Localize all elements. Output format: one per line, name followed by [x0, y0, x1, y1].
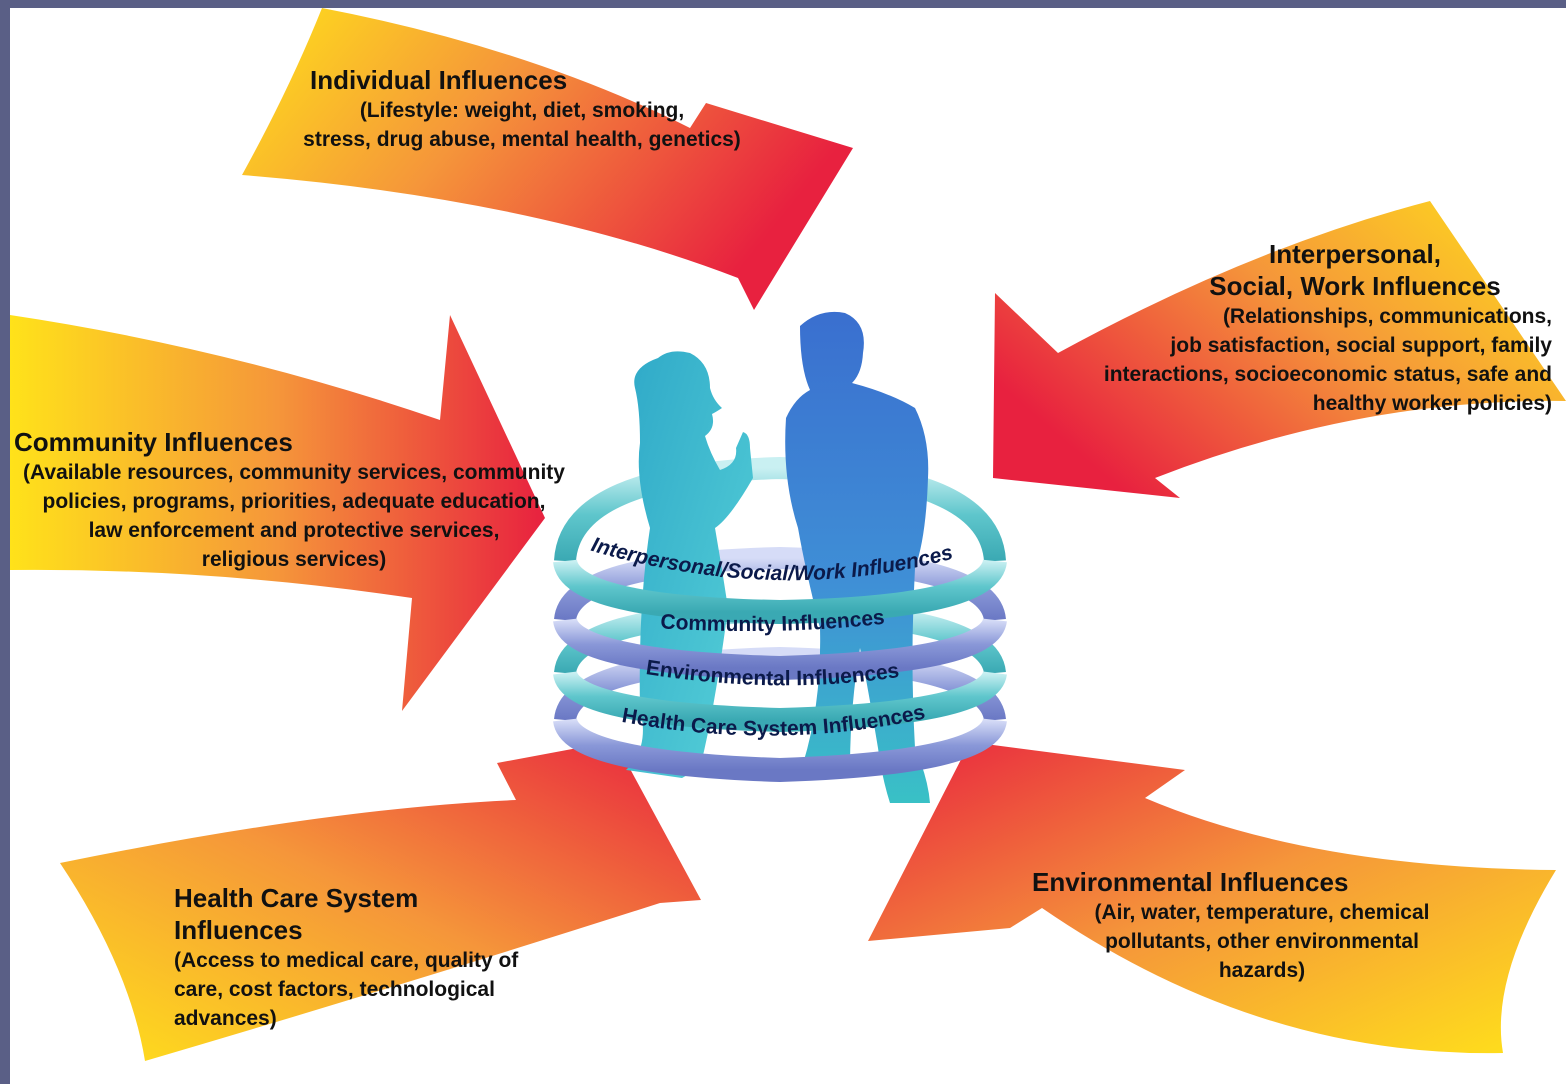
arrow-individual [242, 8, 853, 310]
diagram-canvas: Interpersonal/Social/Work Influences Com… [10, 8, 1566, 1084]
arrow-environmental [868, 742, 1556, 1054]
label-health-care-title: Health Care System Influences [174, 883, 419, 945]
label-individual-details: (Lifestyle: weight, diet, smoking, stres… [303, 99, 741, 151]
label-health-care-details: (Access to medical care, quality of care… [174, 949, 519, 1030]
diagram-artwork: Interpersonal/Social/Work Influences Com… [10, 8, 1566, 1061]
label-individual: Individual Influences (Lifestyle: weight… [292, 64, 752, 154]
label-community-title: Community Influences [14, 427, 293, 457]
ring-stack-front [553, 558, 1007, 783]
label-community: Community Influences (Available resource… [14, 426, 574, 574]
arrow-interpersonal [993, 201, 1566, 498]
label-community-details: (Available resources, community services… [23, 461, 565, 571]
label-environmental: Environmental Influences (Air, water, te… [1032, 866, 1472, 985]
label-interpersonal-details: (Relationships, communications, job sati… [1103, 305, 1552, 415]
man-figure [785, 311, 930, 803]
label-interpersonal-title: Interpersonal, Social, Work Influences [1209, 239, 1501, 301]
arrow-community [10, 315, 545, 711]
label-environmental-title: Environmental Influences [1032, 867, 1349, 897]
label-health-care: Health Care System Influences (Access to… [174, 882, 554, 1033]
label-interpersonal: Interpersonal, Social, Work Influences (… [1070, 238, 1560, 418]
arrow-health-care [60, 741, 701, 1061]
label-individual-title: Individual Influences [310, 65, 568, 95]
label-environmental-details: (Air, water, temperature, chemical pollu… [1094, 901, 1430, 982]
